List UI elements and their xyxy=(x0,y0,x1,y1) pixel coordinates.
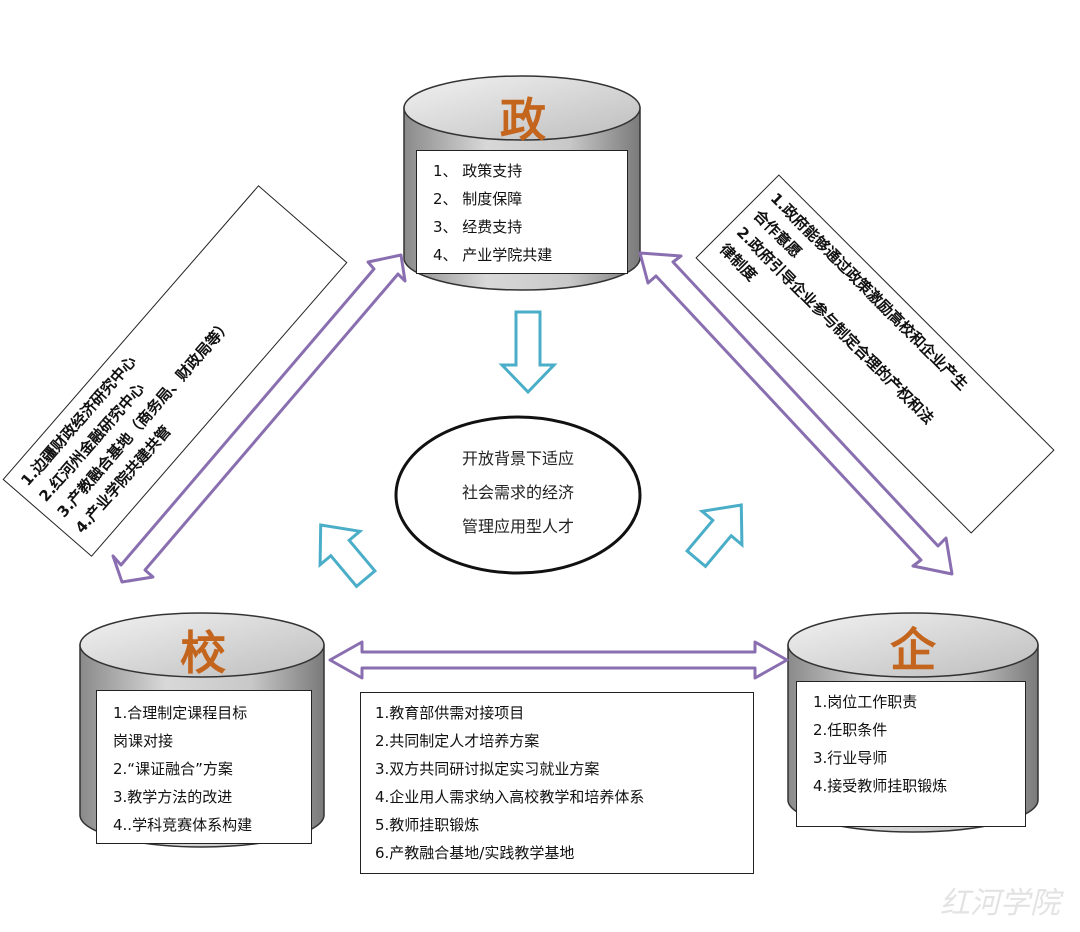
gov-item: 1、 政策支持 xyxy=(433,162,523,180)
bottom-note-line: 5.教师挂职锻炼 xyxy=(375,816,480,834)
school-item: 2.“课证融合”方案 xyxy=(113,760,233,778)
arrow-gov-to-center xyxy=(498,310,558,395)
bottom-note-line: 1.教育部供需对接项目 xyxy=(375,704,525,722)
center-line: 社会需求的经济 xyxy=(461,483,574,502)
arrow-enterprise-to-center xyxy=(684,503,744,569)
gov-title: 政 xyxy=(500,93,546,147)
center-line: 开放背景下适应 xyxy=(461,449,574,468)
double-arrow-gov-enterprise xyxy=(638,251,954,576)
watermark: 红河学院 xyxy=(940,886,1060,921)
school-item: 1.合理制定课程目标 xyxy=(113,704,248,722)
gov-item: 4、 产业学院共建 xyxy=(433,246,553,264)
arrow-school-to-center xyxy=(318,523,378,589)
gov-item: 2、 制度保障 xyxy=(433,190,523,208)
school-item: 4..学科竞赛体系构建 xyxy=(113,816,253,834)
double-arrow-school-enterprise xyxy=(328,640,789,680)
center-line: 管理应用型人才 xyxy=(461,517,574,536)
enterprise-box: 1.岗位工作职责 2.任职条件 3.行业导师 4.接受教师挂职锻炼 xyxy=(796,681,1026,827)
enterprise-item: 4.接受教师挂职锻炼 xyxy=(813,777,948,795)
enterprise-item: 3.行业导师 xyxy=(813,749,888,767)
bottom-note-box: 1.教育部供需对接项目 2.共同制定人才培养方案 3.双方共同研讨拟定实习就业方… xyxy=(360,692,754,874)
bottom-note-line: 4.企业用人需求纳入高校教学和培养体系 xyxy=(375,788,645,806)
bottom-note-line: 6.产教融合基地/实践教学基地 xyxy=(375,844,575,862)
school-item: 岗课对接 xyxy=(113,732,174,750)
enterprise-title: 企 xyxy=(890,623,936,677)
enterprise-item: 2.任职条件 xyxy=(813,721,888,739)
center-ellipse xyxy=(394,415,642,575)
bottom-note-line: 2.共同制定人才培养方案 xyxy=(375,732,540,750)
bottom-note-line: 3.双方共同研讨拟定实习就业方案 xyxy=(375,760,600,778)
school-box: 1.合理制定课程目标 岗课对接 2.“课证融合”方案 3.教学方法的改进 4..… xyxy=(96,690,312,844)
double-arrow-gov-school xyxy=(111,253,407,584)
enterprise-item: 1.岗位工作职责 xyxy=(813,693,918,711)
gov-item: 3、 经费支持 xyxy=(433,218,523,236)
school-title: 校 xyxy=(180,626,226,680)
school-item: 3.教学方法的改进 xyxy=(113,788,233,806)
center-text: 开放背景下适应 社会需求的经济 管理应用型人才 xyxy=(400,420,636,580)
gov-box: 1、 政策支持 2、 制度保障 3、 经费支持 4、 产业学院共建 xyxy=(416,150,628,274)
